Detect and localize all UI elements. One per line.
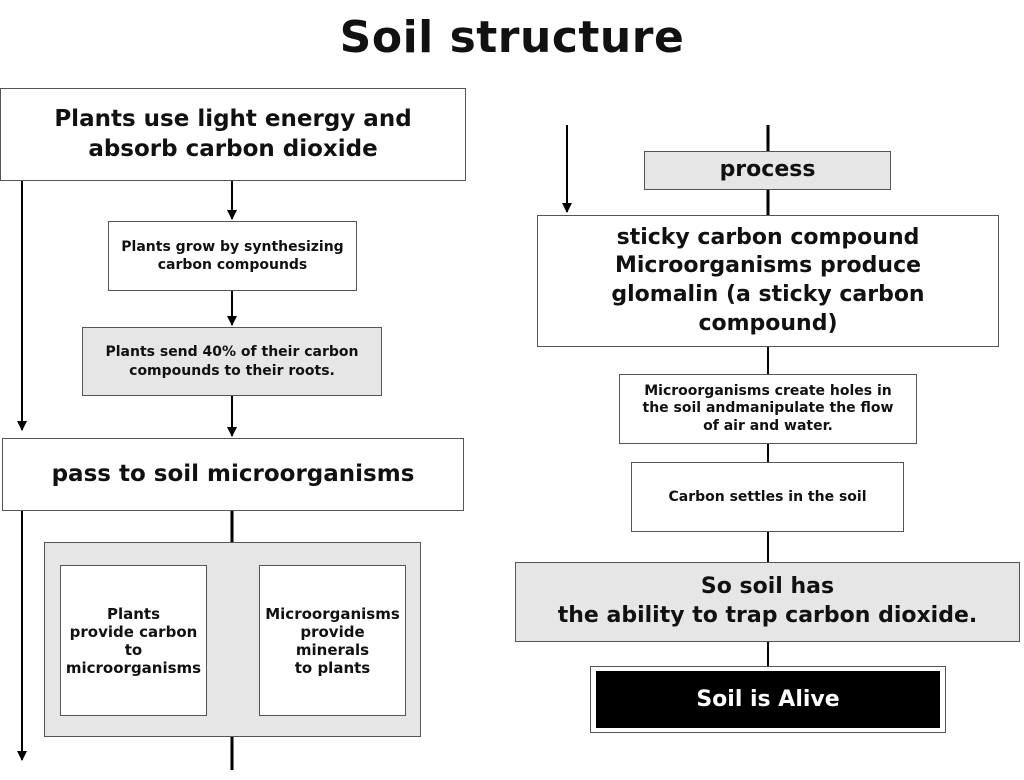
box-pass-microorganisms: pass to soil microorganisms bbox=[2, 438, 464, 511]
box-send-roots: Plants send 40% of their carbon compound… bbox=[82, 327, 382, 396]
trap-line1: So soil has bbox=[700, 574, 835, 600]
box-send-roots-line2: compounds to their roots. bbox=[129, 362, 335, 379]
plants-provide-line4: microorganisms bbox=[65, 658, 202, 677]
trap-line2: the ability to trap carbon dioxide. bbox=[557, 603, 978, 628]
holes-line3: of air and water. bbox=[703, 417, 833, 434]
sticky-line2: Microorganisms produce bbox=[614, 253, 922, 279]
box-plants-provide-carbon: Plants provide carbon to microorganisms bbox=[60, 565, 207, 716]
box-synthesize: Plants grow by synthesizing carbon compo… bbox=[108, 221, 357, 291]
box-carbon-settles: Carbon settles in the soil bbox=[631, 462, 904, 532]
box-light-energy-line2: absorb carbon dioxide bbox=[88, 135, 378, 162]
box-sticky-compound: sticky carbon compound Microorganisms pr… bbox=[537, 215, 999, 347]
box-create-holes: Microorganisms create holes in the soil … bbox=[619, 374, 917, 444]
box-microorganisms-provide-minerals: Microorganisms provide minerals to plant… bbox=[259, 565, 406, 716]
box-light-energy: Plants use light energy and absorb carbo… bbox=[0, 88, 466, 181]
box-synthesize-line1: Plants grow by synthesizing bbox=[121, 238, 344, 255]
holes-line1: Microorganisms create holes in bbox=[644, 382, 892, 399]
box-trap-carbon: So soil has the ability to trap carbon d… bbox=[515, 562, 1020, 642]
micro-provide-line4: to plants bbox=[294, 658, 371, 677]
plants-provide-line1: Plants bbox=[106, 604, 161, 623]
sticky-line3: glomalin (a sticky carbon compound) bbox=[611, 282, 925, 336]
page-title: Soil structure bbox=[339, 12, 685, 63]
holes-line2: the soil andmanipulate the flow bbox=[642, 400, 894, 417]
sticky-line1: sticky carbon compound bbox=[616, 224, 920, 250]
plants-provide-line3: to bbox=[124, 640, 143, 659]
box-synthesize-line2: carbon compounds bbox=[157, 257, 308, 273]
plants-provide-line2: provide carbon bbox=[69, 622, 198, 641]
box-light-energy-line1: Plants use light energy and bbox=[54, 105, 412, 132]
box-send-roots-line1: Plants send 40% of their carbon bbox=[105, 344, 359, 361]
box-process: process bbox=[644, 151, 891, 190]
micro-provide-line1: Microorganisms bbox=[265, 604, 400, 623]
box-soil-alive: Soil is Alive bbox=[596, 671, 940, 728]
micro-provide-line3: minerals bbox=[295, 640, 370, 659]
micro-provide-line2: provide bbox=[300, 622, 365, 641]
